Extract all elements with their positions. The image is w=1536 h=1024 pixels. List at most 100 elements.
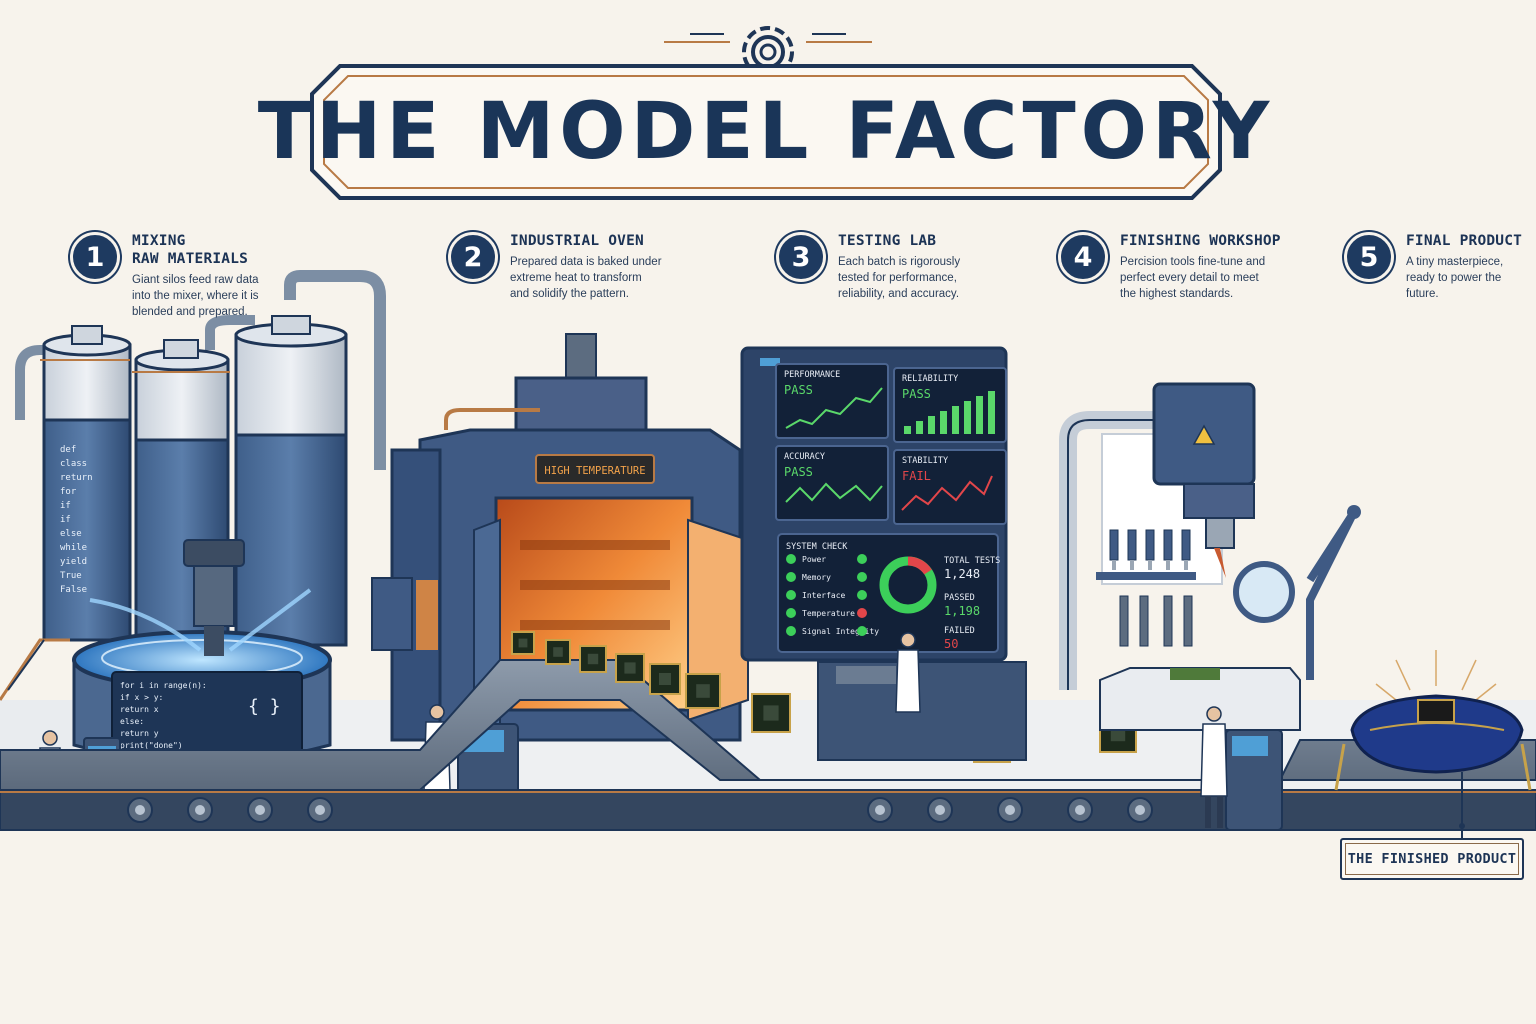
test-panel-status: FAIL [902, 469, 931, 483]
tool-tip [1148, 560, 1152, 570]
tool-icon [1127, 529, 1137, 561]
tool-icon [1139, 595, 1149, 647]
silo-code-line: if [60, 501, 71, 511]
circuit-board [545, 639, 571, 665]
step-2: 2 INDUSTRIAL OVEN Prepared data is baked… [448, 232, 662, 302]
step-number-badge: 3 [776, 232, 826, 282]
roller-hub [195, 805, 205, 815]
test-panel-status: PASS [902, 387, 931, 401]
test-bar [916, 421, 923, 434]
test-trace [901, 475, 993, 511]
step-description: Giant silos feed raw data into the mixer… [132, 274, 259, 318]
step-number-badge: 1 [70, 232, 120, 282]
silo-code-line: False [60, 585, 87, 595]
test-bar [952, 406, 959, 434]
test-panel-label: ACCURACY [784, 452, 825, 462]
silo-code-line: def [60, 445, 76, 455]
test-trace [785, 387, 883, 429]
worker-figure [895, 632, 921, 713]
circuit-chip [587, 653, 599, 665]
step-title: MIXING RAW MATERIALS [132, 233, 249, 267]
circuit-board [579, 645, 607, 673]
roller-hub [1075, 805, 1085, 815]
step-description: A tiny masterpiece, ready to power the f… [1406, 256, 1504, 300]
test-trace [785, 482, 883, 503]
tool-tip [1166, 560, 1170, 570]
step-title: FINAL PRODUCT [1406, 233, 1523, 249]
step-4: 4 FINISHING WORKSHOP Percision tools fin… [1058, 232, 1281, 302]
page-title: THE MODEL FACTORY [257, 87, 1275, 177]
mixer-code-line: else: [120, 717, 144, 726]
circuit-chip [696, 684, 710, 698]
silo-code-line: True [60, 571, 82, 581]
silo-code-line: while [60, 543, 87, 553]
check-icon [786, 572, 796, 582]
circuit-chip [624, 662, 636, 674]
mixer-code-line: print("done") [120, 741, 183, 750]
system-check-item: Signal Integrity [802, 627, 879, 636]
silo-code-line: class [60, 459, 87, 469]
silo-code-line: for [60, 487, 77, 497]
tool-tip [1112, 560, 1116, 570]
circuit-chip [763, 705, 779, 721]
mixer-code-line: if x > y: [120, 693, 163, 702]
step-number-badge: 5 [1344, 232, 1394, 282]
check-icon [786, 608, 796, 618]
test-panel-label: STABILITY [902, 456, 948, 466]
silo-code-line: yield [60, 557, 87, 567]
roller-hub [1135, 805, 1145, 815]
step-number-badge: 4 [1058, 232, 1108, 282]
system-check-item: Temperature [802, 609, 855, 618]
final-product-station [1334, 650, 1532, 838]
test-bar [928, 416, 935, 434]
system-check-item: Interface [802, 591, 846, 600]
system-check-item: Power [802, 555, 826, 564]
step-5: 5 FINAL PRODUCT A tiny masterpiece, read… [1344, 232, 1522, 302]
test-panel-status: PASS [784, 465, 813, 479]
mixer-code-line: return x [120, 705, 159, 714]
step-description: Prepared data is baked under extreme hea… [510, 256, 662, 300]
step-description: Percision tools fine-tune and perfect ev… [1120, 256, 1266, 300]
test-bar [964, 401, 971, 434]
tool-icon [1181, 529, 1191, 561]
roller-hub [255, 805, 265, 815]
test-bar [940, 411, 947, 434]
total-tests-label: TOTAL TESTS [944, 556, 1000, 566]
tool-icon [1145, 529, 1155, 561]
check-icon [857, 590, 867, 600]
silo-code-line: if [60, 515, 71, 525]
test-bar [988, 391, 995, 434]
roller-hub [135, 805, 145, 815]
brace-glyph: { } [248, 696, 281, 717]
check-icon [786, 554, 796, 564]
circuit-board [615, 653, 645, 683]
test-bar [976, 396, 983, 434]
finishing-workshop-station [1059, 382, 1361, 831]
tool-tip [1130, 560, 1134, 570]
mixer-code-line: for i in range(n): [120, 681, 207, 690]
failed-value: 50 [944, 637, 958, 651]
step-3: 3 TESTING LAB Each batch is rigorously t… [776, 232, 960, 302]
testing-lab-station: PERFORMANCEPASSRELIABILITYPASSACCURACYPA… [740, 346, 1027, 761]
failed-label: FAILED [944, 626, 975, 636]
check-icon [857, 554, 867, 564]
test-panel [775, 445, 889, 521]
passed-value: 1,198 [944, 604, 980, 618]
step-1: 1 MIXING RAW MATERIALS Giant silos feed … [70, 232, 259, 320]
roller-hub [875, 805, 885, 815]
roller-hub [1005, 805, 1015, 815]
silo-code-line: return [60, 473, 93, 483]
tool-icon [1119, 595, 1129, 647]
finished-product-tag: THE FINISHED PRODUCT [1340, 838, 1524, 880]
magnifier-icon [1233, 561, 1295, 623]
mixer-code-line: return y [120, 729, 159, 738]
tool-icon [1109, 529, 1119, 561]
tool-icon [1163, 595, 1173, 647]
system-check-title: SYSTEM CHECK [786, 542, 848, 552]
test-panel-label: PERFORMANCE [784, 370, 840, 380]
total-tests-value: 1,248 [944, 567, 980, 581]
circuit-chip [518, 638, 528, 648]
test-panel [775, 363, 889, 439]
check-icon [857, 572, 867, 582]
